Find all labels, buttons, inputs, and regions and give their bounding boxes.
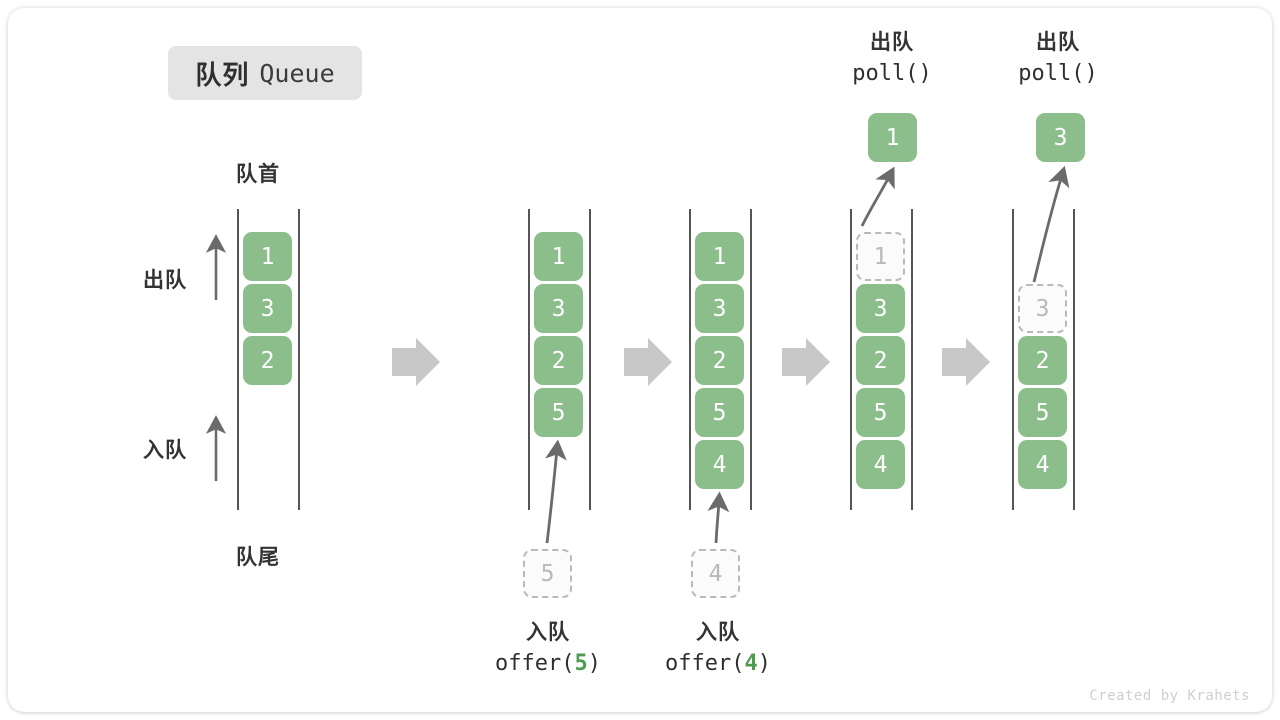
op-label-offer-5: 入队 offer(5) xyxy=(448,618,648,680)
op-offer-5-chinese: 入队 xyxy=(526,621,570,644)
col-5-cell-3: 5 xyxy=(1018,388,1067,437)
op-poll-3-chinese: 出队 xyxy=(1036,31,1080,54)
col-5-cell-1-ghost: 3 xyxy=(1018,284,1067,333)
col-5-cell-2: 2 xyxy=(1018,336,1067,385)
col-5-cell-4: 4 xyxy=(1018,440,1067,489)
col-2-cell-1: 3 xyxy=(534,284,583,333)
op-label-offer-4: 入队 offer(4) xyxy=(618,618,818,680)
col-1-rail-right xyxy=(298,209,300,510)
col-3-cell-0: 1 xyxy=(695,232,744,281)
col-4-cell-2: 2 xyxy=(856,336,905,385)
pending-cell-offer-5: 5 xyxy=(523,549,572,598)
op-offer-5-arg: 5 xyxy=(574,651,588,676)
col-3-cell-4: 4 xyxy=(695,440,744,489)
poll-3-motion-arrow xyxy=(1032,165,1070,283)
offer-5-motion-arrow xyxy=(545,439,567,544)
col-2-cell-2: 2 xyxy=(534,336,583,385)
label-dequeue-direction: 出队 xyxy=(143,269,187,292)
col-4-cell-4: 4 xyxy=(856,440,905,489)
col-1-cell-1: 3 xyxy=(243,284,292,333)
op-offer-5-suffix: ) xyxy=(587,651,601,676)
arrows-overlay xyxy=(205,165,1070,544)
offer-4-motion-arrow xyxy=(707,491,730,544)
label-queue-head: 队首 xyxy=(236,163,280,186)
col-4-cell-3: 5 xyxy=(856,388,905,437)
step-arrow-2 xyxy=(624,338,672,386)
op-offer-4-code: offer(4) xyxy=(618,648,818,680)
col-1-cell-0: 1 xyxy=(243,232,292,281)
col-2-cell-0: 1 xyxy=(534,232,583,281)
op-poll-3-code: poll() xyxy=(1018,61,1098,86)
title-chinese: 队列 xyxy=(195,59,250,90)
col-1-rail-left xyxy=(237,209,239,510)
popped-cell-poll-3: 3 xyxy=(1036,113,1085,162)
diagram-title-badge: 队列 Queue xyxy=(168,46,362,100)
popped-cell-poll-1: 1 xyxy=(868,113,917,162)
poll-1-motion-arrow xyxy=(860,166,895,227)
op-offer-5-prefix: offer( xyxy=(495,651,575,676)
step-arrow-3 xyxy=(782,338,830,386)
diagram-stage: 队列 Queue 队首 队尾 出队 入队 1 3 2 1 3 2 5 5 入队 … xyxy=(8,8,1272,712)
col-5-rail-left xyxy=(1012,209,1014,510)
diagram-card: 队列 Queue 队首 队尾 出队 入队 1 3 2 1 3 2 5 5 入队 … xyxy=(8,8,1272,712)
step-arrow-1 xyxy=(392,338,440,386)
col-3-rail-right xyxy=(750,209,752,510)
op-offer-4-prefix: offer( xyxy=(665,651,745,676)
op-label-poll-1: 出队 poll() xyxy=(802,28,982,90)
title-english: Queue xyxy=(259,58,335,88)
col-3-rail-left xyxy=(689,209,691,510)
col-5-rail-right xyxy=(1073,209,1075,510)
col-2-cell-3: 5 xyxy=(534,388,583,437)
col-3-cell-2: 2 xyxy=(695,336,744,385)
col-2-rail-left xyxy=(528,209,530,510)
col-4-rail-right xyxy=(911,209,913,510)
op-offer-4-suffix: ) xyxy=(757,651,771,676)
op-offer-4-chinese: 入队 xyxy=(696,621,740,644)
label-queue-tail: 队尾 xyxy=(236,546,280,569)
col-4-cell-0-ghost: 1 xyxy=(856,232,905,281)
op-poll-1-code: poll() xyxy=(852,61,932,86)
op-offer-4-arg: 4 xyxy=(744,651,758,676)
op-poll-1-chinese: 出队 xyxy=(870,31,914,54)
op-offer-5-code: offer(5) xyxy=(448,648,648,680)
op-label-poll-3: 出队 poll() xyxy=(968,28,1148,90)
step-arrow-4 xyxy=(942,338,990,386)
col-3-cell-1: 3 xyxy=(695,284,744,333)
footer-credit: Created by Krahets xyxy=(1089,688,1250,704)
col-4-rail-left xyxy=(850,209,852,510)
col-1-cell-2: 2 xyxy=(243,336,292,385)
label-enqueue-direction: 入队 xyxy=(143,439,187,462)
pending-cell-offer-4: 4 xyxy=(691,549,740,598)
col-3-cell-3: 5 xyxy=(695,388,744,437)
col-4-cell-1: 3 xyxy=(856,284,905,333)
col-2-rail-right xyxy=(589,209,591,510)
